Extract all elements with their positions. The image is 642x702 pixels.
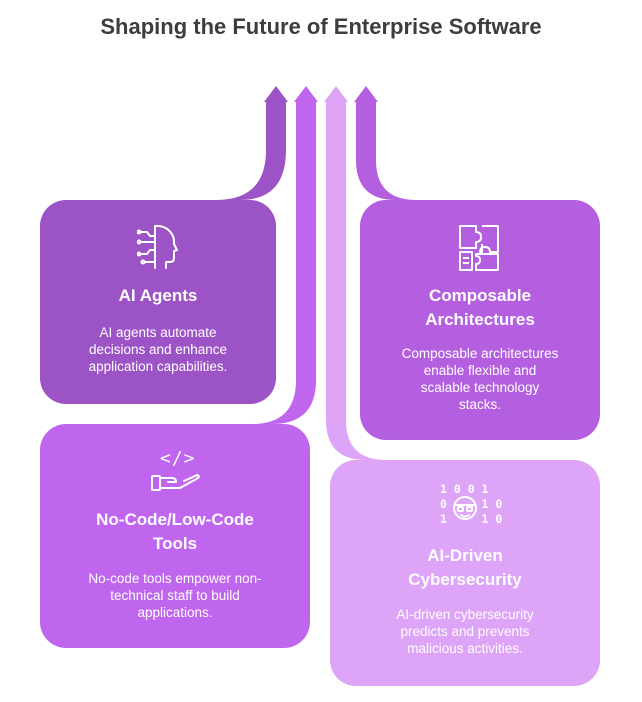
arrow-band-composable — [356, 102, 416, 200]
card-desc-line: AI-driven cybersecurity — [396, 607, 534, 622]
card-title: AI Agents — [118, 286, 198, 305]
card-desc-line: scalable technology — [420, 380, 540, 395]
code-hand-icon: </> — [150, 448, 202, 492]
card-desc-line: decisions and enhance — [88, 342, 228, 357]
card-desc-line: AI agents automate — [99, 325, 217, 340]
card-desc-line: No-code tools empower non- — [88, 571, 262, 586]
binary-row: 1 1 0 — [440, 512, 503, 526]
arrow-band-nocode — [252, 102, 316, 424]
cyber-binary-face-icon: 1 0 0 1 0 1 0 1 1 0 — [440, 482, 502, 528]
card-title: Tools — [152, 534, 198, 553]
ai-head-icon — [137, 224, 178, 269]
card-desc-line: enable flexible and — [423, 363, 537, 378]
page-title: Shaping the Future of Enterprise Softwar… — [100, 14, 542, 39]
card-title: Composable — [428, 286, 532, 305]
card-bg-cyber — [330, 460, 600, 686]
card-bg-nocode — [40, 424, 310, 648]
arrowhead-nocode — [294, 86, 318, 102]
card-title: No-Code/Low-Code — [96, 510, 254, 529]
code-brackets-icon: </> — [160, 448, 196, 469]
card-title: AI-Driven — [427, 546, 503, 565]
binary-row: 0 1 0 — [440, 497, 503, 511]
card-desc-line: applications. — [137, 605, 213, 620]
arrow-band-ai-agents — [216, 102, 286, 200]
puzzle-blocks-icon — [459, 225, 499, 271]
card-desc-line: predicts and prevents — [400, 624, 530, 639]
card-title: Cybersecurity — [408, 570, 522, 589]
card-desc-line: technical staff to build — [110, 588, 240, 603]
card-desc-line: stacks. — [458, 397, 501, 412]
card-desc-line: application capabilities. — [88, 359, 228, 374]
arrowhead-composable — [354, 86, 378, 102]
card-bg-ai-agents — [40, 200, 276, 404]
arrowhead-cyber — [324, 86, 348, 102]
card-no-code-low-code: </> No-Code/Low-Code Tools No-code tools… — [40, 424, 310, 648]
arrowhead-ai-agents — [264, 86, 288, 102]
card-desc-line: malicious activities. — [407, 641, 523, 656]
binary-row: 1 0 0 1 — [440, 482, 489, 496]
arrow-band-cyber — [326, 102, 386, 460]
card-ai-driven-cybersecurity: 1 0 0 1 0 1 0 1 1 0 AI-Driven Cybersecur… — [330, 460, 600, 686]
card-desc-line: Composable architectures — [401, 346, 559, 361]
card-ai-agents: AI Agents AI agents automate decisions a… — [40, 200, 276, 404]
card-composable-architectures: Composable Architectures Composable arch… — [360, 200, 600, 440]
card-bg-composable — [360, 200, 600, 440]
card-title: Architectures — [425, 310, 535, 329]
